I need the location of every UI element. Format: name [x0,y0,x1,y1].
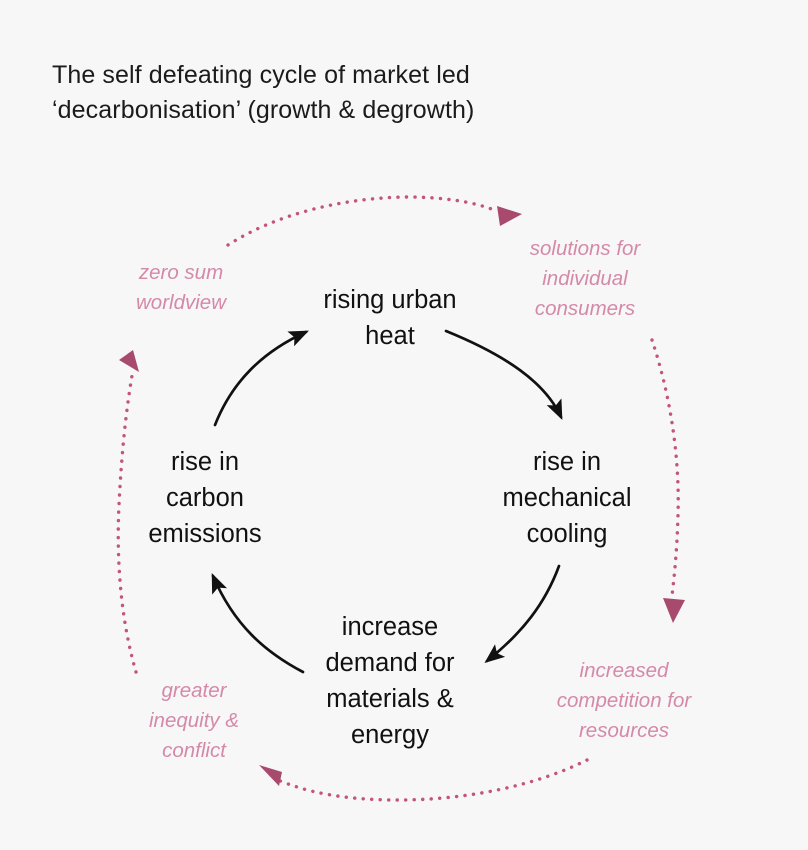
page-title: The self defeating cycle of market led ‘… [52,61,475,124]
dotted-arc-top [226,195,496,247]
node-increase-demand: increase demand for materials & energy [325,613,455,749]
arrow-cooling-to-demand [484,564,561,664]
outer-label-solutions-for-individual-consumers: solutions for individual consumers [529,237,641,320]
outer-label-zero-sum-worldview: zero sum worldview [136,261,226,314]
outer-label-increased-competition-for-resources: increased competition for resources [556,659,692,742]
outer-cycle-dotted-arcs [116,195,685,802]
dotted-arc-bottom [276,758,589,802]
dotted-arrowhead-bottom-right [663,598,685,623]
outer-label-greater-inequity-and-conflict: greater inequity & conflict [148,679,240,762]
node-rise-in-carbon-emissions: rise in carbon emissions [148,448,262,548]
dotted-arrowhead-top-left [119,350,139,372]
arrow-heat-to-cooling [444,329,563,420]
dotted-arc-right [650,338,680,598]
node-rising-urban-heat: rising urban heat [323,286,457,350]
node-rise-in-mechanical-cooling: rise in mechanical cooling [502,448,632,548]
dotted-arrowhead-bottom-left [259,765,282,786]
dotted-arc-left [116,368,138,674]
inner-cycle-arrows [211,329,563,674]
arrow-demand-to-carbon [211,573,305,674]
arrow-carbon-to-heat [213,330,309,427]
dotted-arrowhead-top-right [497,206,522,226]
